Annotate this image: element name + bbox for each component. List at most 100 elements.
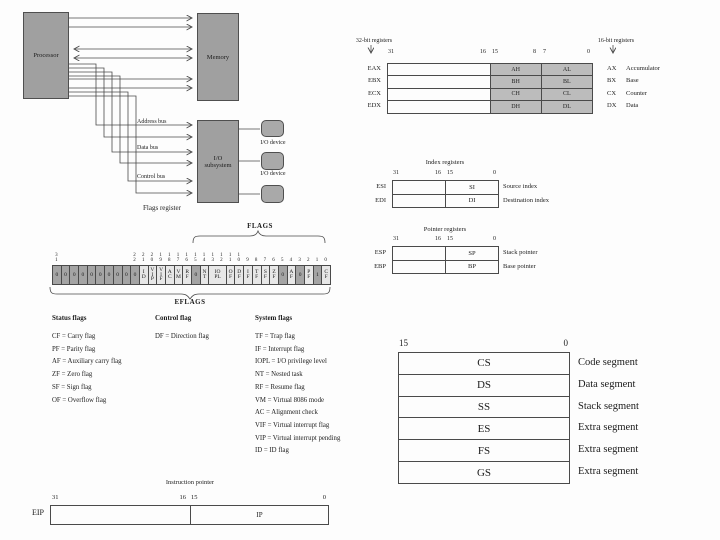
index-register-field-cell: DI <box>446 194 499 208</box>
eflags-bit-number: 2 <box>307 257 310 263</box>
pointer-register-desc: Base pointer <box>503 262 536 270</box>
bit-label: 0 <box>322 494 326 501</box>
eflags-bit-number: 5 <box>280 257 284 263</box>
processor-box: Processor <box>23 12 69 99</box>
gp-reg-desc: Data <box>626 102 639 110</box>
index-register-reg-label: ESI <box>376 183 386 190</box>
eflags-bit-number: 1 9 <box>159 253 162 263</box>
eflags-bit-number: 1 2 <box>220 253 223 263</box>
eflags-flag-cell-VIF: V I F <box>157 266 166 285</box>
index-register-desc: Destination index <box>503 196 550 204</box>
gp-upper-cell <box>388 88 491 102</box>
gp-low-byte-cell: BL <box>541 76 593 89</box>
eflags-flag-cell-ZF: Z F <box>270 266 279 285</box>
control-bus-label: Control bus <box>137 174 166 180</box>
legend-item: CF = Carry flag <box>52 333 96 340</box>
gp-upper-cell <box>388 76 491 89</box>
io-device-box <box>261 185 284 203</box>
gp-upper-cell <box>388 101 491 114</box>
eflags-reserved-cell: 0 <box>131 266 140 285</box>
memory-label: Memory <box>206 53 230 61</box>
bit-label: 0 <box>493 170 496 176</box>
eflags-bit-number: 6 <box>272 257 275 263</box>
segment-cell-DS: DS <box>399 374 570 397</box>
segment-desc: Data segment <box>578 378 636 390</box>
eflags-flag-cell-CF: C F <box>322 266 331 285</box>
segment-desc: Extra segment <box>578 466 639 478</box>
index-register-reg-label: EDI <box>375 196 386 204</box>
eflags-reserved-cell: 0 <box>53 266 62 285</box>
legend-item: ID = ID flag <box>255 447 289 455</box>
segment-cell-FS: FS <box>399 440 570 463</box>
gp-reg16-label: BX <box>607 77 617 85</box>
gp-reg16-label: AX <box>607 65 617 72</box>
eflags-reserved-cell: 0 <box>61 266 71 285</box>
index-register-desc: Source index <box>503 183 538 190</box>
bit-label: 15 <box>492 49 498 55</box>
bit-label: 31 <box>52 494 59 501</box>
eflags-flag-cell-VIP: V I P <box>148 266 158 285</box>
legend-item: AC = Alignment check <box>255 409 318 417</box>
eflags-flag-cell-OF: O F <box>226 266 236 285</box>
eflags-flag-cell-SF: S F <box>261 266 271 285</box>
control-bus-line <box>69 91 192 181</box>
pointer-register-reg-label: EBP <box>374 262 386 270</box>
eflags-bit-number: 1 7 <box>176 253 180 263</box>
legend-item: OF = Overflow flag <box>52 396 107 404</box>
eflags-reserved-cell: 0 <box>278 266 288 285</box>
pointer-register-upper-cell <box>393 247 446 261</box>
eflags-reserved-cell: 0 <box>122 266 132 285</box>
eflags-bit-number: 0 <box>324 257 327 263</box>
segment-desc: Code segment <box>578 357 638 368</box>
eflags-bit-number: 1 1 <box>228 253 232 263</box>
legend-item: RF = Resume flag <box>255 383 305 391</box>
gp-high-byte-cell: CH <box>490 88 542 102</box>
eflags-reserved-cell: 0 <box>296 266 305 285</box>
control-flag-header: Control flag <box>155 314 192 322</box>
eflags-bit-number: 4 <box>289 257 293 263</box>
bit-label: 31 <box>393 170 399 176</box>
gp-high-byte-cell: AH <box>490 64 542 77</box>
eflags-reserved-cell: 1 <box>313 266 323 285</box>
pointer-register-field-cell: SP <box>446 247 499 261</box>
control-bus-line <box>69 95 192 193</box>
segment-cell-GS: GS <box>399 462 570 484</box>
segment-cell-SS: SS <box>399 396 570 419</box>
gp-high-byte-cell: BH <box>490 76 542 89</box>
eip-upper-cell <box>51 506 191 525</box>
address-bus-label: Address bus <box>137 119 167 125</box>
eflags-bit-number: 1 6 <box>185 253 188 263</box>
bit-label: 0 <box>587 49 590 55</box>
gp-upper-cell <box>388 64 491 77</box>
legend-item: VM = Virtual 8086 mode <box>255 396 324 404</box>
bit-label: 31 <box>393 236 399 242</box>
index-register-upper-cell <box>393 194 446 208</box>
io-device-label: I/O device <box>260 140 286 146</box>
bit-label: 15 <box>191 494 198 501</box>
gp-16bit-title: 16-bit registers <box>597 38 635 44</box>
legend-item: VIF = Virtual interrupt flag <box>255 421 330 429</box>
gp-low-byte-cell: AL <box>541 64 593 77</box>
pointer-register-reg-label: ESP <box>374 249 386 256</box>
eflags-reserved-cell: 0 <box>79 266 88 285</box>
eflags-flag-cell-AF: A F <box>287 266 297 285</box>
index-registers-title: Index registers <box>425 159 465 166</box>
gp-reg32-label: EDX <box>367 102 381 110</box>
gp-reg32-label: ECX <box>368 89 381 97</box>
bit-label: 16 <box>179 494 187 501</box>
legend-item: SF = Sign flag <box>52 383 92 391</box>
eflags-flag-cell-ID: I D <box>139 266 149 285</box>
flags-register-caption: Flags register <box>143 204 181 212</box>
data-bus-label: Data bus <box>137 145 159 151</box>
eflags-bit-number: 1 8 <box>168 253 171 263</box>
eflags-brace-label: EFLAGS <box>174 298 206 306</box>
bit-label: 0 <box>563 338 569 348</box>
legend-item: TF = Trap flag <box>255 333 295 340</box>
gp-high-byte-cell: DH <box>490 101 542 114</box>
eflags-flag-cell-DF: D F <box>235 266 245 285</box>
eflags-reserved-cell: 0 <box>87 266 97 285</box>
gp-reg32-label: EBX <box>368 77 381 85</box>
segment-desc: Stack segment <box>578 400 639 412</box>
